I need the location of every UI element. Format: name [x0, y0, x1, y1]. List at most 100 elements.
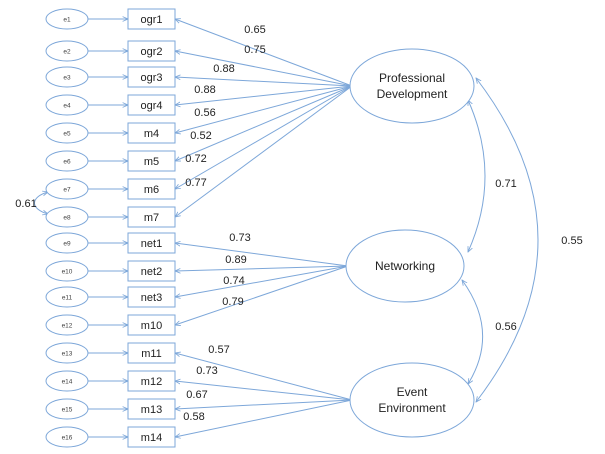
latent-label: Environment — [378, 401, 446, 415]
error-label: e10 — [62, 269, 73, 276]
latent-label: Event — [397, 385, 428, 399]
observed-variable: m11 — [127, 342, 176, 364]
loading-path — [175, 85, 353, 217]
loading-value: 0.88 — [213, 63, 234, 75]
loading-value: 0.89 — [225, 254, 246, 266]
observed-variable: net2 — [127, 260, 176, 282]
loading-path — [175, 19, 353, 87]
loading-path — [175, 51, 353, 87]
loading-path — [175, 265, 349, 271]
error-covariance-path — [34, 192, 49, 214]
latent-label: Development — [377, 87, 448, 101]
latent-correlation-path — [462, 280, 484, 384]
loading-value: 0.52 — [190, 130, 211, 142]
latent-net: Networking — [345, 229, 465, 303]
error-label: e12 — [62, 323, 73, 330]
loading-value: 0.72 — [185, 153, 206, 165]
observed-variable: m7 — [127, 206, 176, 228]
observed-label: ogr1 — [140, 14, 162, 26]
observed-label: net3 — [141, 292, 162, 304]
loading-path — [175, 399, 353, 437]
observed-label: m12 — [141, 376, 162, 388]
observed-label: m4 — [144, 128, 159, 140]
error-label: e1 — [63, 17, 71, 24]
latent-correlation-path — [476, 78, 539, 402]
error-label: e6 — [63, 159, 71, 166]
observed-variable: m6 — [127, 178, 176, 200]
loading-path — [175, 353, 353, 401]
loading-path — [175, 381, 353, 401]
observed-label: m11 — [141, 348, 162, 360]
loading-value: 0.73 — [229, 232, 250, 244]
error-term: e4 — [45, 94, 89, 116]
observed-variable: m13 — [127, 398, 176, 420]
observed-variable: m12 — [127, 370, 176, 392]
edges-layer — [34, 19, 539, 437]
error-term: e11 — [45, 286, 89, 308]
error-label: e3 — [63, 75, 71, 82]
latent-correlation-value: 0.55 — [561, 235, 582, 247]
error-label: e15 — [62, 407, 73, 414]
loading-value: 0.75 — [244, 44, 265, 56]
observed-variable: ogr1 — [127, 8, 176, 30]
loading-value: 0.88 — [194, 84, 215, 96]
observed-label: m7 — [144, 212, 159, 224]
observed-variable: ogr2 — [127, 40, 176, 62]
loading-path — [175, 265, 349, 325]
observed-label: m13 — [141, 404, 162, 416]
loading-path — [175, 265, 349, 297]
loading-path — [175, 243, 349, 267]
latent-correlation-value: 0.71 — [495, 178, 516, 190]
error-term: e16 — [45, 426, 89, 448]
observed-variable: net1 — [127, 232, 176, 254]
error-label: e9 — [63, 241, 71, 248]
latent-correlation-value: 0.56 — [495, 321, 516, 333]
loading-value: 0.77 — [185, 177, 206, 189]
error-term: e6 — [45, 150, 89, 172]
error-label: e4 — [63, 103, 71, 110]
loading-path — [175, 85, 353, 133]
error-term: e7 — [45, 178, 89, 200]
error-term: e5 — [45, 122, 89, 144]
observed-variable: ogr4 — [127, 94, 176, 116]
loading-value: 0.56 — [194, 107, 215, 119]
latent-correlation-path — [467, 100, 486, 252]
error-label: e11 — [62, 295, 73, 302]
observed-variable: m10 — [127, 314, 176, 336]
loading-value: 0.67 — [186, 389, 207, 401]
loading-path — [175, 85, 353, 189]
error-term: e14 — [45, 370, 89, 392]
observed-label: m14 — [141, 432, 162, 444]
error-term: e8 — [45, 206, 89, 228]
loading-path — [175, 77, 353, 87]
loading-path — [175, 85, 353, 161]
observed-variable: ogr3 — [127, 66, 176, 88]
error-term: e10 — [45, 260, 89, 282]
loading-value: 0.74 — [223, 275, 244, 287]
error-label: e14 — [62, 379, 73, 386]
observed-label: ogr3 — [140, 72, 162, 84]
error-term: e3 — [45, 66, 89, 88]
observed-label: ogr2 — [140, 46, 162, 58]
loading-value: 0.57 — [208, 344, 229, 356]
error-term: e2 — [45, 40, 89, 62]
observed-variable: m14 — [127, 426, 176, 448]
observed-label: net2 — [141, 266, 162, 278]
labels-layer: 0.650.750.880.880.560.520.720.770.730.89… — [15, 24, 582, 423]
loading-value: 0.79 — [222, 296, 243, 308]
error-term: e13 — [45, 342, 89, 364]
error-term: e15 — [45, 398, 89, 420]
latent-label: Networking — [375, 259, 435, 273]
error-label: e8 — [63, 215, 71, 222]
error-label: e5 — [63, 131, 71, 138]
error-term: e1 — [45, 8, 89, 30]
loading-value: 0.58 — [183, 411, 204, 423]
error-label: e13 — [62, 351, 73, 358]
error-term: e12 — [45, 314, 89, 336]
loading-value: 0.73 — [196, 365, 217, 377]
error-term: e9 — [45, 232, 89, 254]
observed-variable: net3 — [127, 286, 176, 308]
